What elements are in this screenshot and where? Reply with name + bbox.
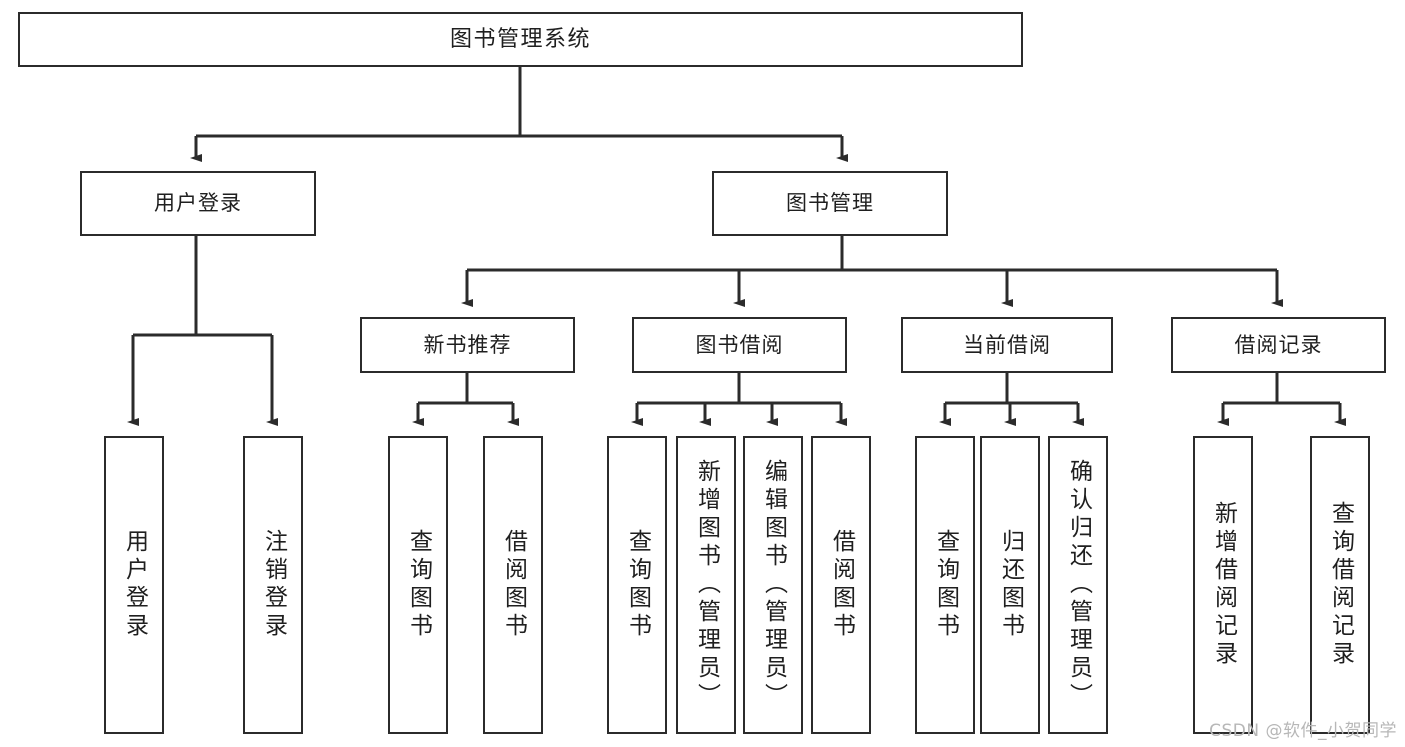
leaf-borrow-book-recommend[interactable]: 借阅图书 — [483, 436, 543, 734]
node-book-management[interactable]: 图书管理 — [712, 171, 948, 236]
node-label: 查询图书 — [932, 529, 959, 641]
leaf-add-borrow-record[interactable]: 新增借阅记录 — [1193, 436, 1253, 734]
node-borrow-record[interactable]: 借阅记录 — [1171, 317, 1386, 373]
leaf-borrow-book[interactable]: 借阅图书 — [811, 436, 871, 734]
node-label: 确认归还（管理员） — [1065, 459, 1092, 711]
node-label: 图书管理 — [786, 191, 874, 216]
leaf-user-login[interactable]: 用户登录 — [104, 436, 164, 734]
node-label: 新增图书（管理员） — [693, 459, 720, 711]
node-label: 用户登录 — [154, 191, 242, 216]
node-label: 查询图书 — [624, 529, 651, 641]
node-label: 借阅图书 — [828, 529, 855, 641]
node-label: 当前借阅 — [963, 332, 1051, 357]
leaf-query-book-current[interactable]: 查询图书 — [915, 436, 975, 734]
leaf-query-book-recommend[interactable]: 查询图书 — [388, 436, 448, 734]
leaf-confirm-return-admin[interactable]: 确认归还（管理员） — [1048, 436, 1108, 734]
leaf-query-borrow-record[interactable]: 查询借阅记录 — [1310, 436, 1370, 734]
node-user-login[interactable]: 用户登录 — [80, 171, 316, 236]
node-root-book-management-system[interactable]: 图书管理系统 — [18, 12, 1023, 67]
node-book-borrow[interactable]: 图书借阅 — [632, 317, 847, 373]
leaf-query-book-borrow[interactable]: 查询图书 — [607, 436, 667, 734]
node-current-borrow[interactable]: 当前借阅 — [901, 317, 1113, 373]
node-label: 编辑图书（管理员） — [760, 459, 787, 711]
leaf-logout[interactable]: 注销登录 — [243, 436, 303, 734]
leaf-return-book[interactable]: 归还图书 — [980, 436, 1040, 734]
watermark-text: CSDN @软件_小贺同学 — [1209, 721, 1397, 741]
node-label: 图书借阅 — [695, 332, 784, 357]
node-label: 借阅记录 — [1234, 332, 1323, 357]
node-label: 归还图书 — [997, 529, 1024, 641]
node-label: 查询借阅记录 — [1327, 501, 1354, 669]
node-label: 借阅图书 — [500, 529, 527, 641]
leaf-add-book-admin[interactable]: 新增图书（管理员） — [676, 436, 736, 734]
node-label: 用户登录 — [121, 529, 148, 641]
node-label: 新增借阅记录 — [1210, 501, 1237, 669]
node-label: 注销登录 — [260, 529, 287, 641]
node-label: 新书推荐 — [423, 332, 512, 357]
node-label: 图书管理系统 — [449, 26, 591, 52]
node-label: 查询图书 — [405, 529, 432, 641]
leaf-edit-book-admin[interactable]: 编辑图书（管理员） — [743, 436, 803, 734]
node-new-book-recommend[interactable]: 新书推荐 — [360, 317, 575, 373]
